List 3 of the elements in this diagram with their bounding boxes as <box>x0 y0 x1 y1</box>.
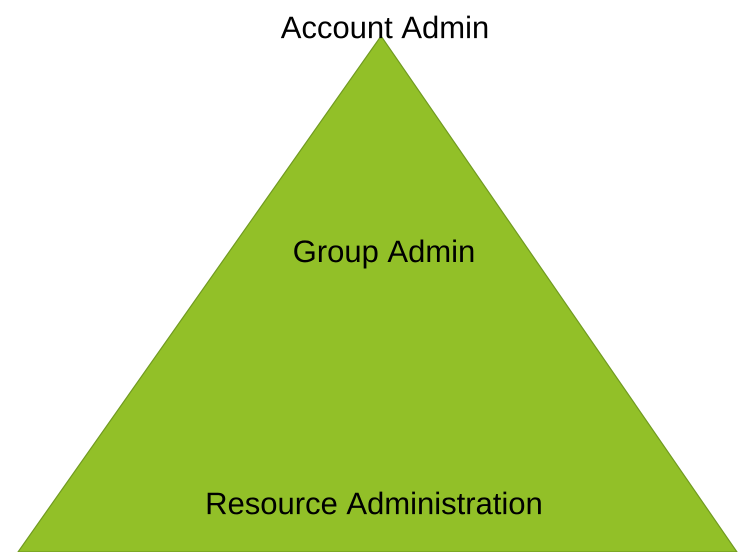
tier-label: Group Admin <box>294 240 474 268</box>
tier-label: Resource Administration <box>208 492 541 514</box>
tier-label: Account Admin <box>280 16 488 38</box>
